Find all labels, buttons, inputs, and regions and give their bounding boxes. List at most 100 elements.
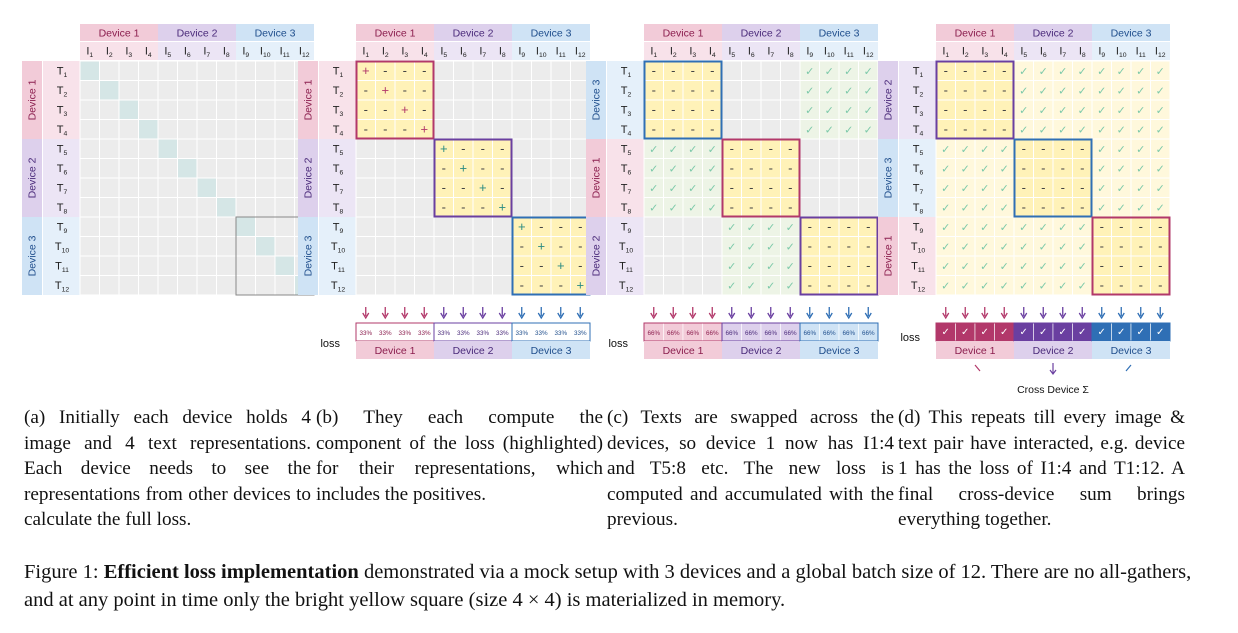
- row-device-label: Device 3: [27, 235, 39, 276]
- grid-cell: [433, 216, 454, 237]
- text-header-cell: [43, 61, 80, 81]
- negative-mark: -: [1119, 239, 1123, 254]
- check-mark: ✓: [941, 242, 950, 254]
- image-label: I5: [164, 46, 171, 59]
- negative-mark: -: [1002, 83, 1006, 98]
- negative-mark: -: [827, 278, 831, 293]
- negative-mark: -: [500, 180, 504, 195]
- check-mark: ✓: [1117, 86, 1126, 98]
- grid-cell: [355, 255, 376, 276]
- positive-mark: +: [557, 258, 565, 273]
- sum-arrow: [1125, 364, 1132, 372]
- text-header-cell: [43, 178, 80, 198]
- negative-mark: -: [827, 258, 831, 273]
- negative-mark: -: [1119, 258, 1123, 273]
- check-mark: ✓: [1136, 86, 1145, 98]
- down-arrow-head: [1039, 312, 1047, 320]
- active-block-border: [799, 216, 879, 296]
- grid-cell: [472, 60, 493, 81]
- text-header-cell: [43, 100, 80, 120]
- negative-mark: -: [983, 122, 987, 137]
- negative-mark: -: [578, 239, 582, 254]
- down-arrow-head: [864, 312, 872, 320]
- grid-cell: [157, 158, 178, 179]
- check-mark: ✓: [1078, 261, 1087, 273]
- grid-cell: [157, 236, 178, 257]
- image-header-cell: [955, 42, 975, 60]
- row-device-band: [298, 139, 318, 217]
- image-label: I11: [1136, 46, 1146, 59]
- column-device-label: Device 2: [453, 28, 494, 40]
- grid-cell: [355, 216, 376, 237]
- loss-device-cell: [800, 341, 878, 359]
- text-header-cell: [319, 158, 356, 178]
- grid-cell: [255, 255, 276, 276]
- check-mark: ✓: [727, 242, 736, 254]
- negative-mark: -: [730, 161, 734, 176]
- check-mark: ✓: [727, 281, 736, 293]
- negative-mark: -: [1080, 180, 1084, 195]
- image-label: I4: [1001, 46, 1008, 59]
- image-header-cell: [780, 42, 800, 60]
- image-header-cell: [512, 42, 532, 60]
- grid-cell: [157, 197, 178, 218]
- image-label: I7: [203, 46, 210, 59]
- grid-cell: [274, 177, 295, 198]
- check-mark: ✓: [1058, 261, 1067, 273]
- text-label: T2: [333, 85, 344, 98]
- subcaption-d: (d) This repeats till every image & text…: [898, 407, 1185, 530]
- negative-mark: -: [1022, 161, 1026, 176]
- check-mark: ✓: [1117, 125, 1126, 137]
- positive-mark: +: [479, 180, 487, 195]
- grid-cell: [453, 60, 474, 81]
- grid-cell: [157, 216, 178, 237]
- check-mark: ✓: [961, 164, 970, 176]
- image-label: I8: [223, 46, 230, 59]
- negative-mark: -: [749, 161, 753, 176]
- negative-mark: -: [808, 219, 812, 234]
- check-mark: ✓: [1117, 105, 1126, 117]
- image-label: I5: [440, 46, 447, 59]
- grid-cell: [550, 138, 571, 159]
- negative-mark: -: [730, 141, 734, 156]
- check-mark: ✓: [864, 86, 873, 98]
- text-label: T8: [621, 202, 632, 215]
- grid-cell: [858, 177, 879, 198]
- negative-mark: -: [866, 278, 870, 293]
- grid-cell: [511, 80, 532, 101]
- down-arrow-head: [479, 312, 487, 320]
- grid-cell: [702, 255, 723, 276]
- grid-cell: [255, 119, 276, 140]
- image-label: I11: [844, 46, 854, 59]
- negative-mark: -: [1061, 200, 1065, 215]
- negative-mark: -: [788, 161, 792, 176]
- grid-cell: [472, 255, 493, 276]
- grid-cell: [375, 197, 396, 218]
- negative-mark: -: [422, 83, 426, 98]
- figure-caption: Figure 1: Efficient loss implementation …: [24, 558, 1214, 614]
- image-header-cell: [453, 42, 473, 60]
- grid-cell: [255, 80, 276, 101]
- loss-value: 66%: [784, 330, 797, 337]
- check-mark: ✓: [1097, 203, 1106, 215]
- text-label: T6: [621, 163, 632, 176]
- grid-cell: [414, 275, 435, 296]
- image-label: I2: [670, 46, 677, 59]
- grid-cell: [138, 275, 159, 296]
- row-device-band: [878, 217, 898, 295]
- image-label: I7: [1059, 46, 1066, 59]
- image-header-cell: [492, 42, 512, 60]
- check-mark: ✓: [1039, 105, 1048, 117]
- text-header-cell: [607, 158, 644, 178]
- text-header-cell: [319, 236, 356, 256]
- loss-device-cell: [1092, 341, 1170, 359]
- text-header-cell: [319, 61, 356, 81]
- negative-mark: -: [403, 83, 407, 98]
- grid-cell: [118, 119, 139, 140]
- grid-cell: [274, 255, 295, 276]
- check-mark: ✓: [825, 66, 834, 78]
- image-label: I3: [125, 46, 132, 59]
- negative-mark: -: [539, 278, 543, 293]
- image-header-cell: [1092, 42, 1112, 60]
- grid-cell: [138, 80, 159, 101]
